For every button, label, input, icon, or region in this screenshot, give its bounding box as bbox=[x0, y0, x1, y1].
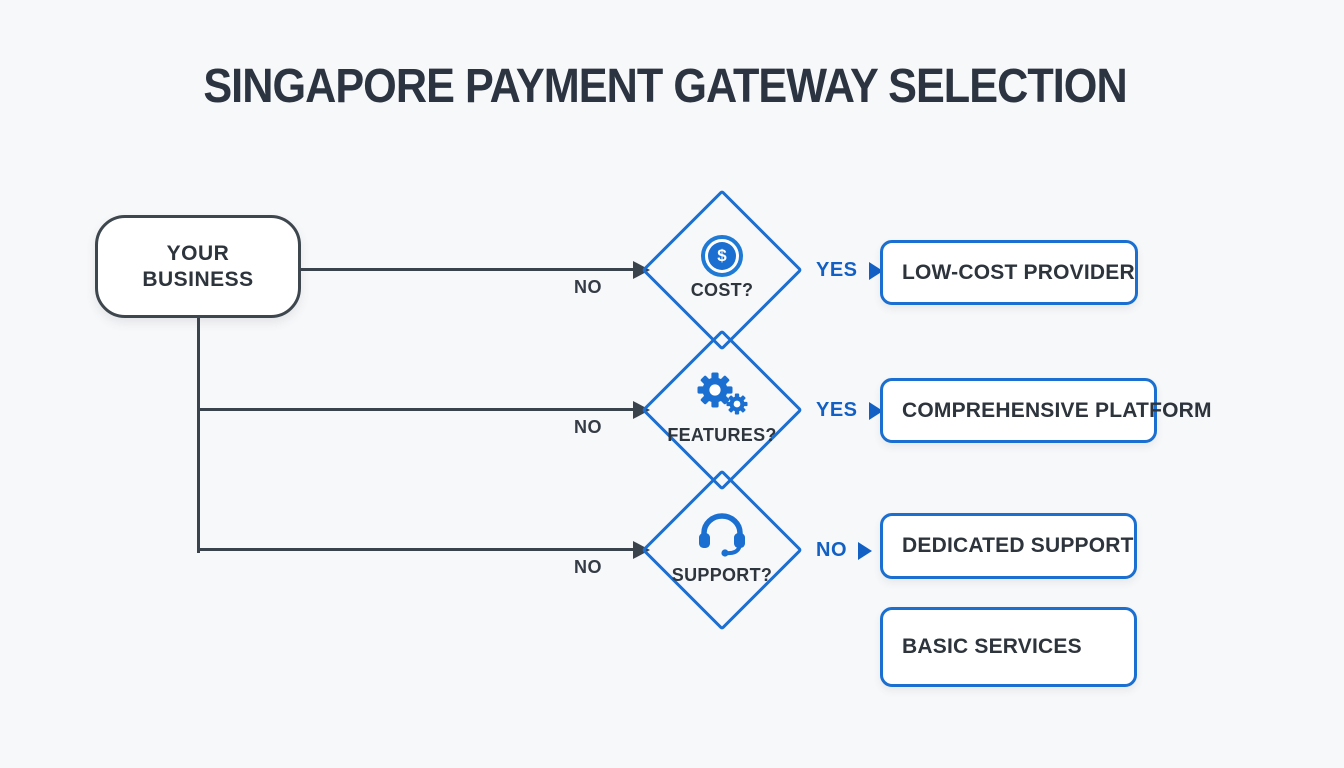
arrow-right-icon bbox=[858, 541, 872, 560]
page-title: SINGAPORE PAYMENT GATEWAY SELECTION bbox=[203, 57, 1127, 113]
arrow-right-icon bbox=[868, 401, 883, 420]
decision-content-support: SUPPORT? bbox=[647, 498, 797, 598]
connector-features bbox=[197, 408, 636, 411]
branch-label-no-1: NO bbox=[574, 277, 602, 297]
arrowhead-support bbox=[633, 540, 650, 559]
outcome-label: LOW-COST PROVIDER bbox=[902, 260, 1135, 284]
arrowhead-cost bbox=[633, 260, 650, 279]
decision-content-features: FEATURES? bbox=[647, 358, 797, 458]
answer-label: NO bbox=[816, 539, 847, 561]
outcome-box-dedicated-support: DEDICATED SUPPORT bbox=[880, 513, 1137, 579]
branch-label-no-2: NO bbox=[574, 417, 602, 437]
connector-cost bbox=[300, 268, 636, 271]
branch-label-no-3: NO bbox=[574, 557, 602, 577]
outcome-box-basic-services: BASIC SERVICES bbox=[880, 607, 1137, 687]
outcome-box-comprehensive-platform: COMPREHENSIVE PLATFORM bbox=[880, 378, 1212, 443]
connector-trunk bbox=[197, 318, 200, 553]
headset-icon bbox=[695, 511, 749, 562]
outcome-label: COMPREHENSIVE PLATFORM bbox=[902, 398, 1212, 422]
outcome-box-low-cost-provider: LOW-COST PROVIDER bbox=[880, 240, 1138, 305]
answer-yes-cost: YES bbox=[816, 259, 883, 282]
outcome-label: BASIC SERVICES bbox=[902, 635, 1082, 658]
outcome-label: DEDICATED SUPPORT bbox=[902, 534, 1134, 557]
answer-no-support: NO bbox=[816, 539, 872, 562]
decision-label-features: FEATURES? bbox=[667, 424, 777, 445]
answer-label: YES bbox=[816, 399, 858, 421]
dollar-circle-icon: $ bbox=[701, 235, 743, 277]
start-node-your-business: YOUR BUSINESS bbox=[95, 215, 301, 318]
connector-support bbox=[197, 548, 636, 551]
decision-label-cost: COST? bbox=[690, 280, 754, 300]
gears-icon bbox=[692, 371, 752, 422]
arrowhead-features bbox=[633, 400, 650, 419]
start-node-label-line2: BUSINESS bbox=[142, 267, 254, 291]
answer-yes-features: YES bbox=[816, 399, 883, 422]
dollar-sign: $ bbox=[708, 242, 736, 270]
arrow-right-icon bbox=[868, 261, 883, 280]
decision-label-support: SUPPORT? bbox=[671, 564, 773, 585]
answer-label: YES bbox=[816, 259, 858, 281]
decision-content-cost: $ COST? bbox=[647, 218, 797, 318]
start-node-label-line1: YOUR bbox=[166, 241, 230, 265]
